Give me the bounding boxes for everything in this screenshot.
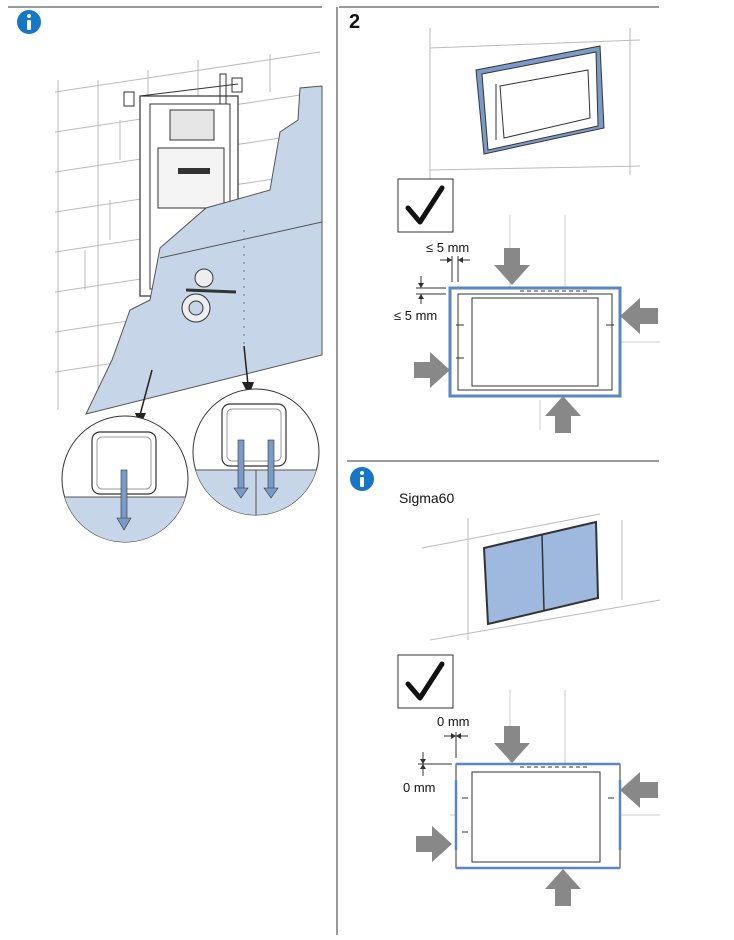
- gap-diagram-1: [416, 256, 622, 398]
- detail-circle-double-screw: [192, 388, 320, 516]
- detail-pointers: [135, 345, 254, 426]
- gap-side-label-2: 0 mm: [437, 714, 470, 729]
- check-box-2: [397, 654, 454, 709]
- push-arrows-2: [416, 726, 658, 906]
- gap-top-label: ≤ 5 mm: [394, 308, 437, 323]
- check-box-1: [397, 178, 454, 233]
- step-number: 2: [349, 11, 360, 33]
- info-icon: [17, 10, 41, 34]
- gap-top-label-2: 0 mm: [403, 780, 436, 795]
- arrow-right: [414, 352, 450, 388]
- tile-wall-middle: [421, 513, 661, 641]
- detail-circle-single-screw: [61, 415, 189, 543]
- arrow-right-2: [416, 826, 452, 862]
- arrow-up: [545, 396, 581, 433]
- arrow-down: [494, 248, 530, 285]
- arrow-up-2: [545, 869, 581, 906]
- gap-side-label: ≤ 5 mm: [426, 240, 469, 255]
- gap-diagram-2: [418, 732, 622, 870]
- arrow-down-2: [494, 726, 530, 763]
- sigma60-plate: [482, 520, 600, 626]
- variant-label: Sigma60: [399, 490, 454, 506]
- flush-plate-perspective: [475, 45, 605, 155]
- arrow-left-2: [620, 772, 658, 808]
- info-icon-2: [350, 467, 374, 491]
- arrow-left: [620, 298, 658, 334]
- tile-wall-top: [429, 28, 641, 180]
- plasterboard: [85, 85, 323, 415]
- push-arrows-1: [414, 248, 658, 433]
